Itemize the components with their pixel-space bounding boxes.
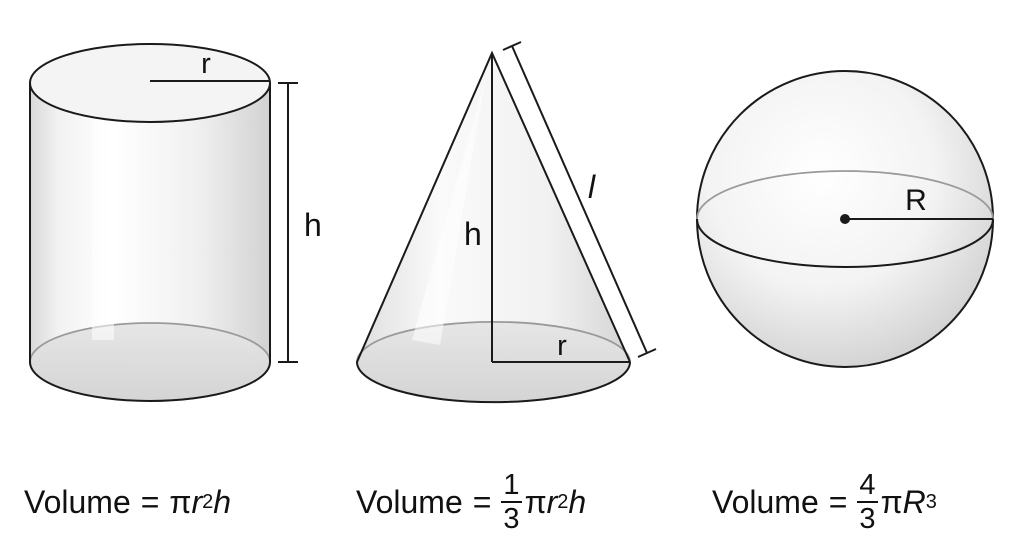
cylinder-highlight xyxy=(92,120,114,340)
formula-fraction: 4 3 xyxy=(857,469,878,535)
formula-equals: = xyxy=(140,484,160,520)
cylinder-top xyxy=(29,43,271,123)
fraction-numerator: 4 xyxy=(857,469,878,503)
formula-pi: π xyxy=(880,484,903,520)
cylinder-base-back-edge xyxy=(29,322,271,363)
cylinder-height-label: h xyxy=(304,207,322,243)
cylinder-shape: r h xyxy=(29,43,322,402)
sphere-equator-back xyxy=(696,170,994,220)
sphere-volume-formula: Volume = 4 3 π R 3 xyxy=(712,468,937,535)
fraction-numerator: 1 xyxy=(501,469,522,503)
cone-slant-line xyxy=(511,45,648,354)
sphere-equator-front xyxy=(696,218,994,268)
cone-shape: h r l xyxy=(355,41,657,404)
cylinder-body xyxy=(30,83,270,401)
formula-equals: = xyxy=(472,484,492,520)
formula-pi: π xyxy=(524,484,547,520)
solids-diagram: r h h r l R xyxy=(29,41,994,404)
formula-height-variable: h xyxy=(568,484,587,520)
formula-variable: R xyxy=(902,484,926,520)
sphere-center-dot xyxy=(840,214,850,224)
cone-slant-label: l xyxy=(588,169,596,205)
formula-equals: = xyxy=(828,484,848,520)
cone-radius-label: r xyxy=(557,330,567,362)
formula-fraction: 1 3 xyxy=(501,469,522,535)
cone-height-label: h xyxy=(464,216,482,252)
cone-slant-tick-bottom xyxy=(637,348,657,358)
cylinder-outline xyxy=(29,83,271,402)
sphere-shape: R xyxy=(696,70,994,368)
fraction-denominator: 3 xyxy=(859,503,876,535)
sphere-radius-label: R xyxy=(905,184,927,217)
formula-pi: π xyxy=(169,484,192,520)
cone-outline xyxy=(355,50,631,404)
formula-word: Volume xyxy=(356,484,463,520)
formula-height-variable: h xyxy=(213,484,232,520)
formula-variable: r xyxy=(191,484,203,520)
cone-volume-formula: Volume = 1 3 π r 2 h xyxy=(356,468,587,535)
fraction-denominator: 3 xyxy=(503,503,520,535)
cylinder-base xyxy=(30,323,270,401)
cone-slant-tick-top xyxy=(502,41,522,51)
cone-base-back-edge xyxy=(356,320,631,363)
formula-word: Volume xyxy=(712,484,819,520)
formula-word: Volume xyxy=(24,484,131,520)
formula-variable: r xyxy=(546,484,558,520)
cone-highlight xyxy=(412,80,485,345)
cylinder-volume-formula: Volume = π r 2 h xyxy=(24,484,232,520)
cylinder-radius-label: r xyxy=(201,48,211,80)
